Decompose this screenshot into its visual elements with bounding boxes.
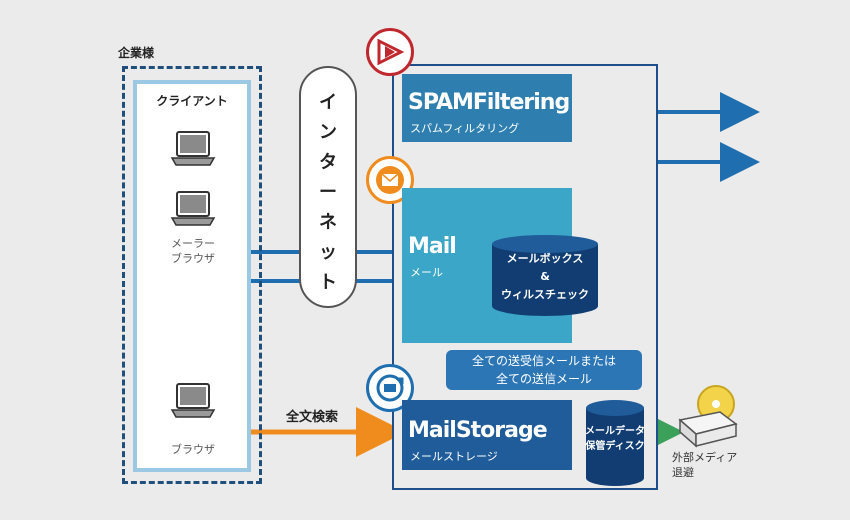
mail-box: Mail メール: [402, 188, 572, 343]
mail-subtitle: メール: [410, 266, 443, 279]
spam-filter-icon: [366, 28, 414, 76]
fulltext-search-label: 全文検索: [286, 410, 339, 425]
disk-line1: メールデータ: [585, 426, 645, 437]
mailer-browser-label: メーラー ブラウザ: [150, 236, 236, 266]
browser-label-top: ブラウザ: [171, 252, 215, 265]
note-line2: 全ての送信メール: [495, 372, 592, 386]
laptop-icon: [170, 383, 216, 418]
mailbox-line1: メールボックス: [506, 252, 584, 265]
laptop-icon: [170, 131, 216, 166]
mailbox-line2: &: [540, 270, 550, 283]
mail-storage-box: MailStorage メールストレージ: [402, 400, 572, 470]
laptop-icon: [170, 191, 216, 226]
mailbox-label: メールボックス & ウィルスチェック: [490, 250, 600, 304]
media-line2: 退避: [672, 466, 694, 479]
spam-subtitle: スパムフィルタリング: [410, 122, 520, 135]
mail-icon: [366, 156, 414, 204]
disk-cylinder: [586, 400, 644, 486]
mailbox-line3: ウィルスチェック: [501, 288, 589, 301]
spam-filtering-box: SPAMFiltering スパムフィルタリング: [402, 74, 572, 142]
corp-boundary: [122, 66, 262, 484]
storage-subtitle: メールストレージ: [410, 450, 498, 463]
client-title: クライアント: [156, 94, 228, 108]
disk-line2: 保管ディスク: [585, 441, 645, 452]
disk-label: メールデータ 保管ディスク: [584, 424, 646, 454]
media-line1: 外部メディア: [672, 451, 738, 464]
browser-label: ブラウザ: [171, 443, 215, 456]
spam-title: SPAMFiltering: [408, 90, 570, 115]
corp-label: 企業様: [118, 46, 155, 60]
internet-pill: [299, 66, 357, 308]
mail-title: Mail: [408, 234, 457, 259]
mailbox-cylinder: [492, 235, 598, 316]
media-label: 外部メディア 退避: [672, 450, 737, 480]
internet-label: インターネット: [319, 92, 337, 293]
note-box: 全ての送受信メールまたは 全ての送信メール: [446, 350, 642, 390]
note-line1: 全ての送受信メールまたは: [471, 354, 616, 368]
mailer-label: メーラー: [171, 237, 215, 250]
storage-title: MailStorage: [408, 418, 548, 443]
cd-drive-icon: [678, 385, 738, 448]
